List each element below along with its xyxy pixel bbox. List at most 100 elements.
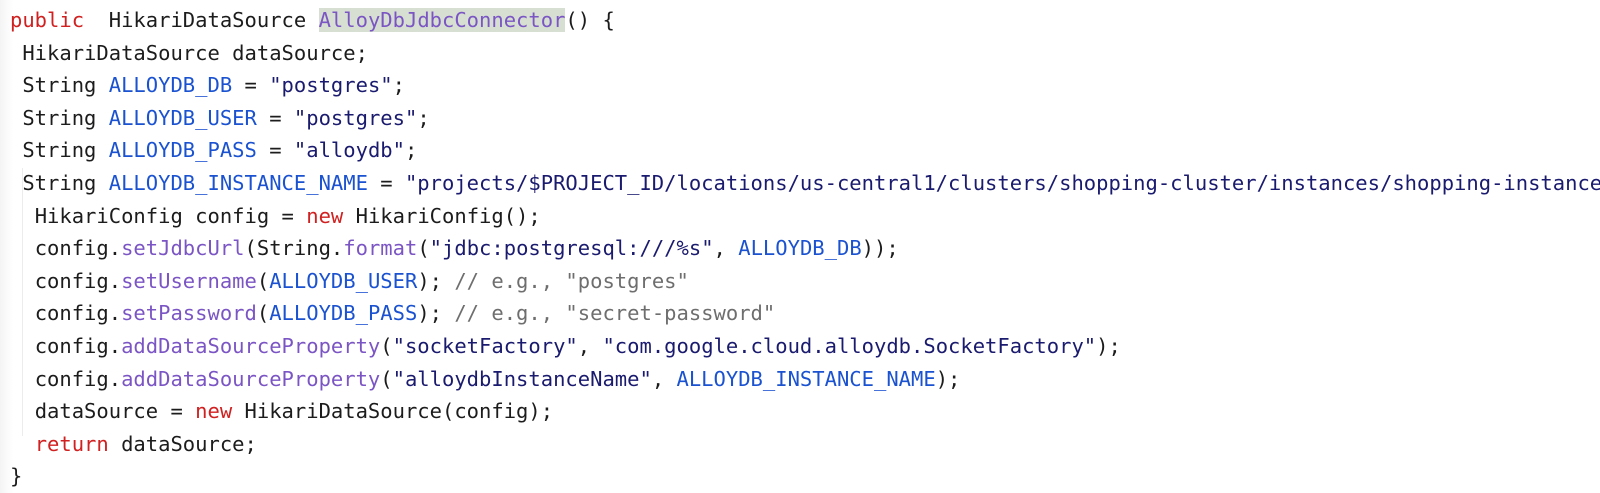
code-token-plain: = <box>158 399 196 424</box>
code-token-method: addDataSourceProperty <box>121 333 381 358</box>
code-token-method: setPassword <box>121 301 257 326</box>
code-line[interactable]: config.addDataSourceProperty("alloydbIns… <box>0 363 1600 396</box>
code-token-string: "socketFactory" <box>392 333 578 358</box>
code-token-ident: dataSource <box>34 399 159 424</box>
code-token-ident: config <box>34 301 109 326</box>
code-token-ident: config <box>34 333 109 358</box>
code-indent <box>10 399 35 423</box>
code-token-comment: // e.g., "secret-password" <box>454 301 776 326</box>
code-token-method: format <box>343 236 418 261</box>
code-token-plain: = <box>256 138 294 163</box>
code-indent <box>10 334 35 358</box>
code-token-var: ALLOYDB_INSTANCE_NAME <box>676 366 936 391</box>
code-token-type: String <box>256 236 331 261</box>
code-token-plain <box>96 138 108 162</box>
code-token-punct: ( <box>380 333 393 358</box>
code-token-string: "postgres" <box>293 105 418 130</box>
code-token-method: setUsername <box>121 268 257 293</box>
code-token-type: HikariConfig <box>34 203 183 228</box>
code-token-punct: ( <box>244 236 257 261</box>
code-indent <box>10 236 35 260</box>
code-token-punct: ( <box>442 399 455 424</box>
code-line[interactable]: public HikariDataSource AlloyDbJdbcConne… <box>0 4 1600 37</box>
code-line[interactable]: return dataSource; <box>0 428 1600 461</box>
code-line[interactable]: dataSource = new HikariDataSource(config… <box>0 395 1600 428</box>
code-token-type: String <box>22 73 97 98</box>
code-token-string: "projects/$PROJECT_ID/locations/us-centr… <box>404 170 1600 195</box>
code-line[interactable]: config.setUsername(ALLOYDB_USER); // e.g… <box>0 265 1600 298</box>
code-token-punct: . <box>108 301 122 326</box>
code-token-punct: (); <box>503 203 541 228</box>
code-token-ident: config <box>454 399 529 424</box>
code-token-var: ALLOYDB_DB <box>108 73 233 98</box>
code-token-punct: . <box>108 333 122 358</box>
code-token-ident: config <box>34 236 109 261</box>
code-token-punct: ); <box>417 301 455 326</box>
code-indent <box>10 171 22 195</box>
code-token-type: HikariDataSource <box>244 399 442 424</box>
code-token-var: ALLOYDB_DB <box>738 236 862 261</box>
code-line[interactable]: } <box>0 460 1600 493</box>
code-token-ident: config <box>195 203 270 228</box>
code-token-var: ALLOYDB_USER <box>108 105 257 130</box>
code-token-var: ALLOYDB_INSTANCE_NAME <box>108 170 368 195</box>
code-token-punct: ); <box>417 268 455 293</box>
code-token-type: HikariDataSource <box>22 40 220 65</box>
code-token-punct: ; <box>392 73 405 98</box>
code-token-punct: . <box>108 268 122 293</box>
code-token-kw: public <box>10 8 85 32</box>
code-token-plain <box>343 204 355 228</box>
code-line[interactable]: config.setJdbcUrl(String.format("jdbc:po… <box>0 232 1600 265</box>
code-token-ident: config <box>34 268 109 293</box>
code-line[interactable]: config.setPassword(ALLOYDB_PASS); // e.g… <box>0 297 1600 330</box>
code-token-kw: return <box>34 431 109 456</box>
code-lines-container[interactable]: public HikariDataSource AlloyDbJdbcConne… <box>0 4 1600 493</box>
code-line[interactable]: String ALLOYDB_PASS = "alloydb"; <box>0 134 1600 167</box>
code-token-plain <box>232 399 244 423</box>
code-token-punct: . <box>108 366 122 391</box>
code-line[interactable]: String ALLOYDB_USER = "postgres"; <box>0 102 1600 135</box>
code-token-punct: ); <box>935 366 961 391</box>
code-token-plain <box>183 204 195 228</box>
code-token-punct: ; <box>355 40 368 65</box>
code-token-punct: , <box>651 366 677 391</box>
code-token-method: setJdbcUrl <box>121 236 245 261</box>
code-token-var: ALLOYDB_PASS <box>269 301 418 326</box>
code-token-punct: . <box>108 236 122 261</box>
code-token-punct: () { <box>565 8 615 32</box>
code-token-var: ALLOYDB_PASS <box>108 138 257 163</box>
code-token-type: String <box>22 138 97 163</box>
code-token-plain <box>84 8 109 32</box>
code-token-plain <box>220 41 232 65</box>
code-token-comment: // e.g., "postgres" <box>454 268 689 293</box>
code-indent <box>10 367 35 391</box>
code-line[interactable]: config.addDataSourceProperty("socketFact… <box>0 330 1600 363</box>
code-token-plain: = <box>256 105 294 130</box>
code-token-plain <box>109 432 121 456</box>
code-token-string: "alloydb" <box>293 138 405 163</box>
code-indent <box>10 204 35 228</box>
code-indent <box>10 301 35 325</box>
code-token-string: "postgres" <box>269 73 393 98</box>
code-token-method: addDataSourceProperty <box>121 366 381 391</box>
code-token-type: String <box>22 170 97 195</box>
code-line[interactable]: String ALLOYDB_INSTANCE_NAME = "projects… <box>0 167 1600 200</box>
code-indent <box>10 432 35 456</box>
code-token-punct: } <box>10 464 23 489</box>
code-token-punct: ; <box>404 138 418 163</box>
code-token-var: ALLOYDB_USER <box>269 268 418 293</box>
code-token-punct: ; <box>244 431 257 456</box>
code-indent <box>10 73 22 97</box>
code-indent <box>10 269 35 293</box>
code-token-plain <box>96 106 108 130</box>
code-line[interactable]: String ALLOYDB_DB = "postgres"; <box>0 69 1600 102</box>
code-token-punct: )); <box>861 236 899 261</box>
code-token-type: String <box>22 105 97 130</box>
code-token-punct: ( <box>380 366 393 391</box>
code-line[interactable]: HikariDataSource dataSource; <box>0 37 1600 70</box>
code-token-string: "jdbc:postgresql:///%s" <box>429 236 714 261</box>
code-token-plain: = <box>232 73 270 98</box>
code-line[interactable]: HikariConfig config = new HikariConfig()… <box>0 200 1600 233</box>
code-token-kw: new <box>195 399 233 424</box>
